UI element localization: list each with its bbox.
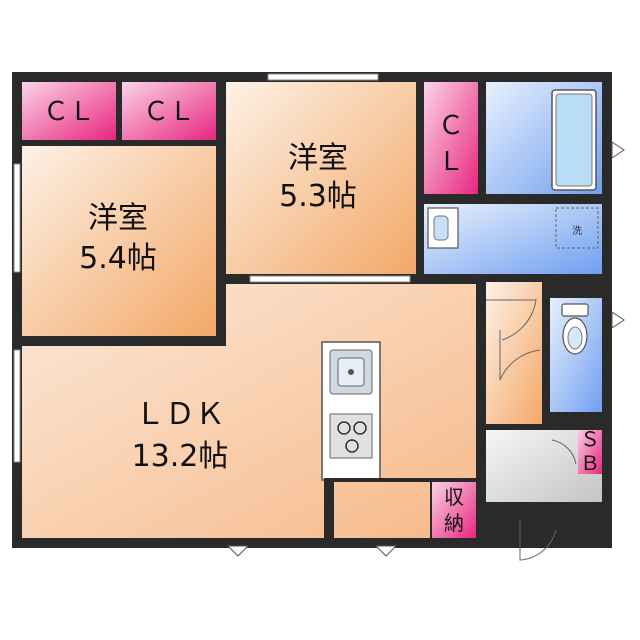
- closet-right: [424, 82, 478, 194]
- washer-space: [555, 207, 599, 249]
- toilet-icon: [561, 303, 589, 355]
- interior-walls: [22, 82, 612, 538]
- closet-right-label-line1: Ｃ: [438, 111, 464, 141]
- ldk-name: ＬＤＫ: [135, 397, 225, 432]
- western-room-right-name: 洋室: [288, 141, 348, 176]
- closet-right-label-line2: Ｌ: [438, 147, 464, 177]
- closet-left: [22, 82, 116, 140]
- hallway: [486, 282, 542, 424]
- storage-shuno: [432, 482, 476, 538]
- closet-left-label: ＣＬ: [43, 97, 95, 127]
- western-room-left: [22, 146, 216, 336]
- kitchen-counter: [321, 341, 381, 481]
- vent-markers: [226, 141, 625, 557]
- shuno-label-line2: 納: [444, 511, 464, 535]
- shoe-box: [578, 426, 602, 474]
- western-room-right-size: 5.3帖: [279, 179, 357, 214]
- closet-middle: [122, 82, 216, 140]
- doors: [486, 299, 577, 561]
- shuno-label-line1: 収: [444, 485, 464, 509]
- stove-icon: [329, 413, 373, 459]
- closet-middle-label: ＣＬ: [143, 97, 195, 127]
- western-room-left-name: 洋室: [88, 201, 148, 236]
- toilet-room: [550, 298, 602, 412]
- ldk-size: 13.2帖: [132, 439, 229, 474]
- washer-label: 洗: [572, 225, 582, 237]
- shoe-box-label-line1: Ｓ: [580, 427, 600, 451]
- western-room-left-size: 5.4帖: [79, 241, 157, 276]
- shoe-box-label-line2: Ｂ: [580, 451, 600, 475]
- western-room-right: [226, 82, 416, 274]
